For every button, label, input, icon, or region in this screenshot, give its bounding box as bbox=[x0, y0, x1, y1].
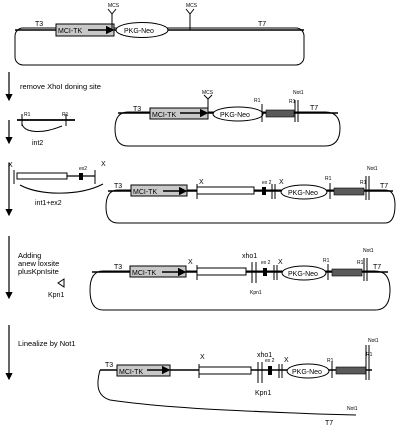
step-adding-line3: plusKpnIsite bbox=[18, 267, 59, 276]
t7-label-4: T7 bbox=[373, 264, 381, 271]
t7-label: T7 bbox=[258, 21, 266, 28]
construct-3: MCI-TK PKG-Neo T3 T7 X ex 2 X R1 R1 Not1 bbox=[105, 166, 396, 224]
mcs-site-1 bbox=[107, 8, 117, 30]
pkg-neo-label-4: PKG-Neo bbox=[288, 271, 318, 278]
r1-right-2: R1 bbox=[289, 99, 296, 105]
pkg-neo-ellipse-4 bbox=[281, 265, 327, 281]
ex2-label-5: ex 2 bbox=[265, 358, 275, 364]
r1-left-4: R1 bbox=[323, 258, 330, 264]
int2-r1-left: R1 bbox=[24, 112, 31, 118]
r1-right-5: R1 bbox=[366, 352, 373, 358]
mcs-site-2 bbox=[185, 8, 195, 30]
int2-insert-2 bbox=[265, 109, 295, 118]
frag-ex2-label: ex2 bbox=[79, 166, 87, 172]
not1-label-2: Not1 bbox=[293, 90, 304, 96]
r1-left-2: R1 bbox=[254, 98, 261, 104]
x-label-5b: X bbox=[284, 357, 289, 364]
xho1-label-4: xho1 bbox=[242, 253, 257, 260]
frag-x-left: X bbox=[8, 162, 13, 169]
step-adding-line1: Adding bbox=[18, 251, 41, 260]
kpn1-insert-label: Kpn1 bbox=[48, 292, 64, 299]
mcs-1-label: MCS bbox=[108, 3, 120, 9]
t7-label-5: T7 bbox=[325, 420, 333, 427]
ex2-label-4: ex 2 bbox=[261, 260, 271, 266]
step-linearize-text: Linealize by Not1 bbox=[18, 339, 76, 348]
r1-right-3: R1 bbox=[360, 180, 367, 186]
kpn1-insert: Kpn1 bbox=[48, 278, 65, 299]
pkg-neo-label-3: PKG-Neo bbox=[288, 190, 318, 197]
not1-label-5-top: Not1 bbox=[368, 338, 379, 344]
t3-label-4: T3 bbox=[114, 264, 122, 271]
construct-4: MCI-TK PKG-Neo T3 T7 X xho1 ex 2 X Kpn1 … bbox=[89, 248, 391, 311]
r1-left-3: R1 bbox=[325, 176, 332, 182]
x-label-4b: X bbox=[278, 259, 283, 266]
mci-tk-label-5: MCI-TK bbox=[119, 369, 143, 376]
not1-label-4: Not1 bbox=[363, 248, 374, 254]
r1-left-5: R1 bbox=[327, 358, 334, 364]
pkg-neo-label: PKG-Neo bbox=[124, 28, 154, 35]
construct-2: MCI-TK PKG-Neo T3 T7 R1 R1 Not1 MCS bbox=[114, 90, 341, 147]
t7-label-3: T7 bbox=[380, 183, 388, 190]
t3-label-2: T3 bbox=[133, 106, 141, 113]
x-label-3a: X bbox=[199, 179, 204, 186]
x-label-5a: X bbox=[200, 354, 205, 361]
int2-r1-right: R1 bbox=[62, 112, 69, 118]
frag-x-right: X bbox=[101, 161, 106, 168]
mci-tk-label-2: MCI-TK bbox=[152, 112, 176, 119]
kpn1-label-5: Kpn1 bbox=[255, 390, 271, 397]
pkg-neo-ellipse-3 bbox=[280, 184, 328, 200]
not1-label-5-end: Not1 bbox=[347, 406, 358, 412]
kpn1-label-4: Kpn1 bbox=[250, 290, 262, 296]
r1-right-4: R1 bbox=[357, 260, 364, 266]
step-remove-xhoi-text: remove XhoI doning site bbox=[20, 82, 101, 91]
int2-label: int2 bbox=[32, 140, 43, 147]
xho1-label-5: xho1 bbox=[257, 352, 272, 359]
mcs-label-2: MCS bbox=[202, 90, 214, 96]
construct-5: MCI-TK PKG-Neo T3 X xho1 ex 2 X Kpn1 R1 … bbox=[97, 338, 379, 427]
t3-label: T3 bbox=[35, 21, 43, 28]
t3-label-5: T3 bbox=[105, 362, 113, 369]
x-label-3b: X bbox=[279, 179, 284, 186]
pkg-neo-ellipse bbox=[115, 22, 169, 38]
int1-ex2-fragment: X ex2 X int1+ex2 bbox=[8, 161, 106, 207]
ex2-label-3: ex 2 bbox=[262, 180, 272, 186]
mci-tk-label: MCI-TK bbox=[58, 28, 82, 35]
int1-ex2-label: int1+ex2 bbox=[35, 200, 62, 207]
not1-label-3: Not1 bbox=[367, 166, 378, 172]
mci-tk-label-4: MCI-TK bbox=[132, 270, 156, 277]
pkg-neo-label-2: PKG-Neo bbox=[220, 112, 250, 119]
t7-label-2: T7 bbox=[310, 105, 318, 112]
x-label-4a: X bbox=[188, 259, 193, 266]
pkg-neo-ellipse-5 bbox=[286, 363, 330, 379]
mcs-site-2b bbox=[203, 94, 213, 113]
t3-label-3: T3 bbox=[114, 183, 122, 190]
mcs-2-label: MCS bbox=[186, 3, 198, 9]
construct-1: MCI-TK PKG-Neo T3 T7 MCS MCS bbox=[14, 3, 305, 66]
pkg-neo-label-5: PKG-Neo bbox=[292, 369, 322, 376]
mci-tk-label-3: MCI-TK bbox=[133, 189, 157, 196]
step-adding-line2: anew loxsite bbox=[18, 259, 59, 268]
pkg-neo-ellipse-2 bbox=[212, 106, 264, 122]
int2-fragment: R1 R1 int2 bbox=[17, 112, 75, 147]
